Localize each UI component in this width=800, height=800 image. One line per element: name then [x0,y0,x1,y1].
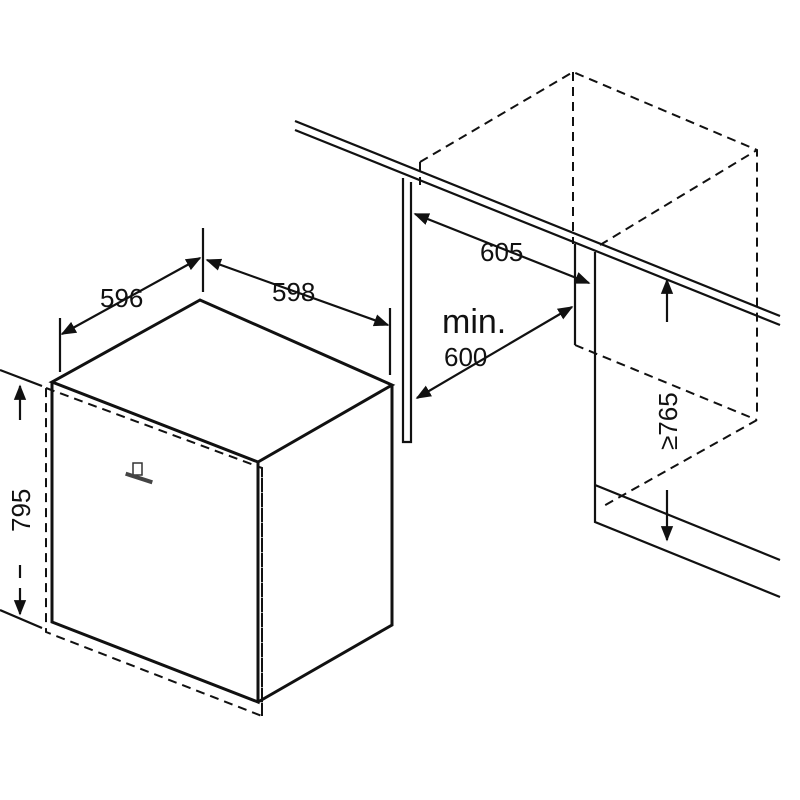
niche-drawing: 605 min. 600 ≥765 [294,70,781,599]
height-label: 795 [6,489,36,532]
appliance-side-face [257,385,394,704]
niche-depth-label: 605 [480,237,523,267]
appliance-top-face [48,298,396,464]
appliance-front-face [50,382,260,705]
brand-logo-icon [125,462,153,485]
depth-arrow [60,257,202,335]
plinth [593,483,781,599]
niche-width-arrow [415,306,574,399]
niche-width-label: 600 [444,342,487,372]
width-arrow [205,258,390,327]
left-cabinet-side [401,178,413,444]
door-dashed-outline [45,386,263,718]
width-label: 598 [272,277,315,307]
appliance-drawing: 596 598 795 [0,228,396,718]
countertop-edge-top [294,119,781,318]
niche-dashed-outline [419,70,758,509]
height-extension-lines [0,368,43,630]
countertop-edge-bottom [294,128,781,327]
niche-min-label: min. [442,303,506,341]
depth-label: 596 [100,283,143,313]
niche-height-label: ≥765 [653,392,683,450]
niche-depth-arrow [413,212,591,285]
extension-lines [58,228,392,375]
